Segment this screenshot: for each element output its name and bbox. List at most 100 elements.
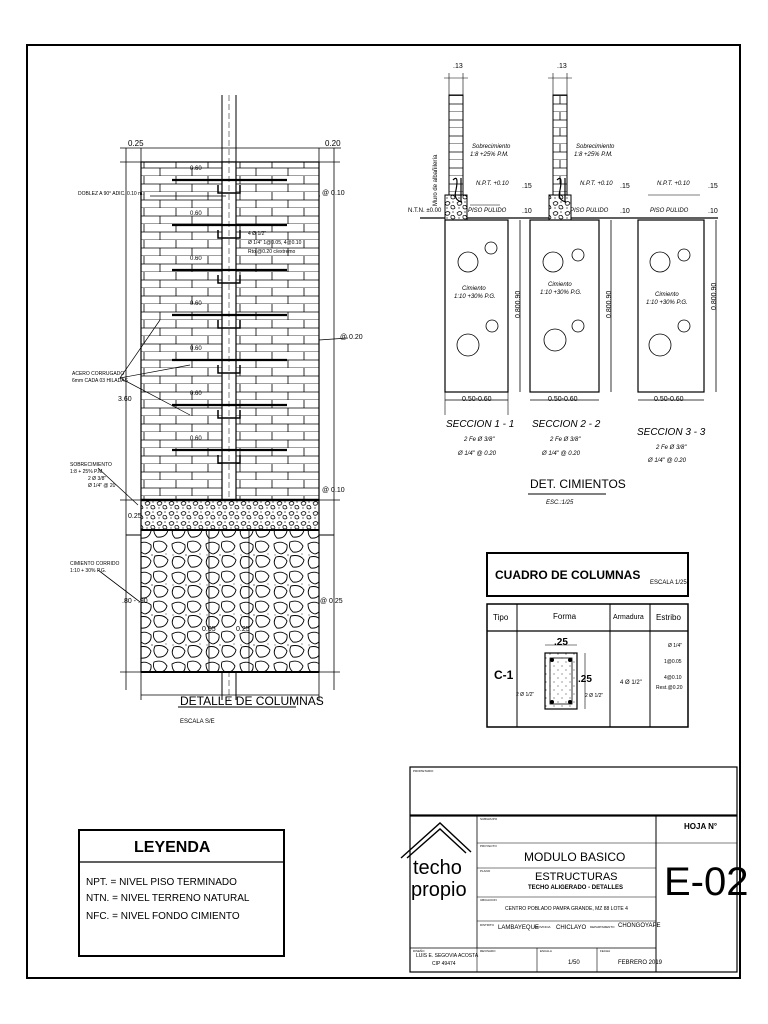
spacing-010-top: @ 0.10 <box>322 190 345 197</box>
estribo-1: Ø 1/4" <box>668 643 683 649</box>
plano-label: PLANO <box>480 869 491 873</box>
column-detail-scale: ESCALA S/E <box>180 719 215 725</box>
department: CHONGOYAPE <box>618 923 661 929</box>
column-detail-title: DETALLE DE COLUMNAS <box>180 694 324 708</box>
cimiento-1b: 1:10 +30% P.G. <box>454 294 496 300</box>
ntn-label: N.T.N. ±0.00 <box>408 208 442 214</box>
dim-10-3: .10 <box>708 208 718 215</box>
logo-propio: propio <box>411 879 467 901</box>
district: LAMBAYEQUE <box>498 925 539 931</box>
depth-2: 0.800.90 <box>606 290 613 318</box>
sobrecimiento-1a: Sobrecimiento <box>472 144 511 150</box>
fecha-label: FECHA <box>600 949 611 953</box>
province: CHICLAYO <box>556 925 587 931</box>
header-tipo: Tipo <box>493 613 509 622</box>
foundation-sections <box>420 73 718 495</box>
dim-025: 0.25 <box>128 513 142 520</box>
section-2-title: SECCION 2 - 2 <box>532 419 601 430</box>
estribo-2: 1@0.05 <box>664 659 682 665</box>
dim-005: 0.05 <box>202 626 216 633</box>
dim-15-2: .15 <box>620 183 630 190</box>
bar-spacing-label: 0.60 <box>190 211 202 217</box>
column-detail-drawing <box>97 95 349 708</box>
cimiento-1a: Cimiento <box>462 286 486 292</box>
designer-label: DISEÑO <box>413 949 425 953</box>
npt-2: N.P.T. +0.10 <box>580 181 613 187</box>
columns-table-scale: ESCALA 1/25 <box>650 580 687 586</box>
wall-label-1: Muro de albañilería <box>433 154 439 206</box>
column-type: C-1 <box>494 668 514 682</box>
rebar-1a: 2 Fe Ø 3/8" <box>464 437 495 443</box>
cimiento-3b: 1:10 +30% P.G. <box>646 300 688 306</box>
depth-1: 0.800.90 <box>515 290 522 318</box>
legend-item-npt: NPT. = NIVEL PISO TERMINADO <box>86 877 237 888</box>
dim-025c: 0.25 <box>236 626 250 633</box>
subgrupo-label: SUBGRUPO <box>480 817 498 821</box>
cimiento-3a: Cimiento <box>655 292 679 298</box>
sobrecimiento <box>140 499 320 531</box>
bar-spacing-label: 0.60 <box>190 391 202 397</box>
dim-top-left: 0.25 <box>128 139 144 148</box>
column-armadura: 4 Ø 1/2" <box>620 680 642 686</box>
sobrecimiento-note-3: 2 Ø 3/8" <box>88 476 107 482</box>
escala-label: ESCALA <box>540 949 552 953</box>
plan-scale: 1/50 <box>568 960 580 966</box>
rebar-1b: Ø 1/4" @ 0.20 <box>458 451 496 457</box>
dim-13-2: .13 <box>557 63 567 70</box>
proyecto-label: PROYECTO <box>480 844 497 848</box>
distrito-label: DISTRITO <box>480 923 494 927</box>
sobrecimiento-note-2: 1:8 + 25% P.M. <box>70 469 104 475</box>
sheet-number: E-02 <box>664 860 749 904</box>
title-block-frame <box>409 766 738 973</box>
dim-10-2: .10 <box>620 208 630 215</box>
rebar-3a: 2 Fe Ø 3/8" <box>656 445 687 451</box>
project-name: MODULO BASICO <box>524 850 626 864</box>
dim-15-3: .15 <box>708 183 718 190</box>
rebar-3b: Ø 1/4" @ 0.20 <box>648 458 686 464</box>
depth-3: 0.800.90 <box>711 282 718 310</box>
sobrecimiento-note-1: SOBRECIMIENTO <box>70 462 112 468</box>
columns-table-frame <box>486 552 689 728</box>
npt-1: N.P.T. +0.10 <box>476 181 509 187</box>
dim-top-right: 0.20 <box>325 139 341 148</box>
width-2: 0.50-0.60 <box>548 396 578 403</box>
plan-name: ESTRUCTURAS <box>535 871 618 883</box>
foundation-title: DET. CIMIENTOS <box>530 477 626 491</box>
horizontal-rebar <box>172 178 287 452</box>
spacing-010-bottom: @ 0.10 <box>322 487 345 494</box>
designer-name: LUIS E. SEGOVIA ACOSTA <box>416 953 479 959</box>
column-dim-b: .25 <box>578 674 592 685</box>
sobrecimiento-note-4: Ø 1/4" @ 20 <box>88 483 116 489</box>
spacing-020: @ 0.20 <box>340 334 363 341</box>
dim-15-1: .15 <box>522 183 532 190</box>
legend-box <box>78 829 285 957</box>
piso-2: PISO PULIDO <box>570 208 609 214</box>
cimiento-2a: Cimiento <box>548 282 572 288</box>
section-1 <box>444 73 521 415</box>
bar-spacing-label: 0.60 <box>190 256 202 262</box>
propietario-label: PROPIETARIO <box>413 769 434 773</box>
piso-1: PISO PULIDO <box>468 208 507 214</box>
header-armadura: Armadura <box>613 614 644 621</box>
revisado-label: REVISADO <box>480 949 496 953</box>
section-3-title: SECCION 3 - 3 <box>637 427 706 438</box>
doblez-note: DOBLEZ A 90° ADIC. 0.10 m. <box>78 191 144 197</box>
wall-height: 3.60 <box>118 396 132 403</box>
plan-subtitle: TECHO ALIGERADO - DETALLES <box>528 885 623 891</box>
rebar-2b: Ø 1/4" @ 0.20 <box>542 451 580 457</box>
column-rebar-right: 2 Ø 1/2" <box>585 693 604 699</box>
dim-10-1: .10 <box>522 208 532 215</box>
logo-techo: techo <box>413 857 462 879</box>
dimension-lines <box>120 147 341 700</box>
dim-025b: @ 0.25 <box>320 598 343 605</box>
legend-item-nfc: NFC. = NIVEL FONDO CIMIENTO <box>86 911 240 922</box>
npt-3: N.P.T. +0.10 <box>657 181 690 187</box>
section-3 <box>637 194 717 401</box>
bar-spacing-label: 0.60 <box>190 436 202 442</box>
section-1-title: SECCION 1 - 1 <box>446 419 515 430</box>
acero-note-2: 6mm CADA 03 HILADAS <box>72 378 128 384</box>
bar-spacing-label: 0.60 <box>190 166 202 172</box>
sobrecimiento-2a: Sobrecimiento <box>576 144 615 150</box>
columns-table-title: CUADRO DE COLUMNAS <box>495 568 641 582</box>
